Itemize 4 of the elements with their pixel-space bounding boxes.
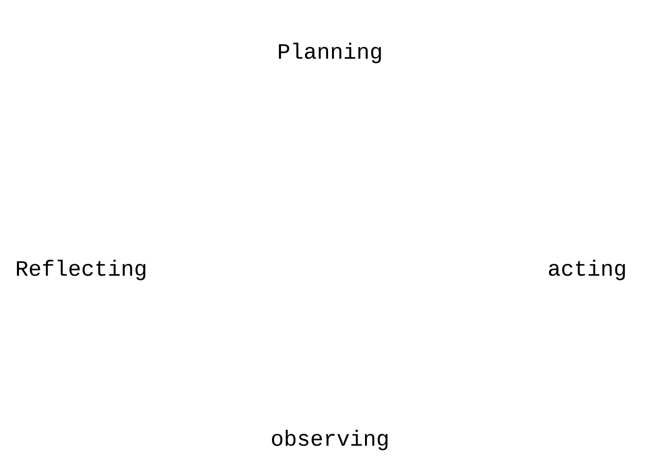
stage-label: Reflecting	[16, 260, 146, 280]
stage-label: acting	[548, 260, 625, 280]
stage-label: Planning	[278, 42, 381, 64]
stage-label: observing	[272, 430, 388, 450]
